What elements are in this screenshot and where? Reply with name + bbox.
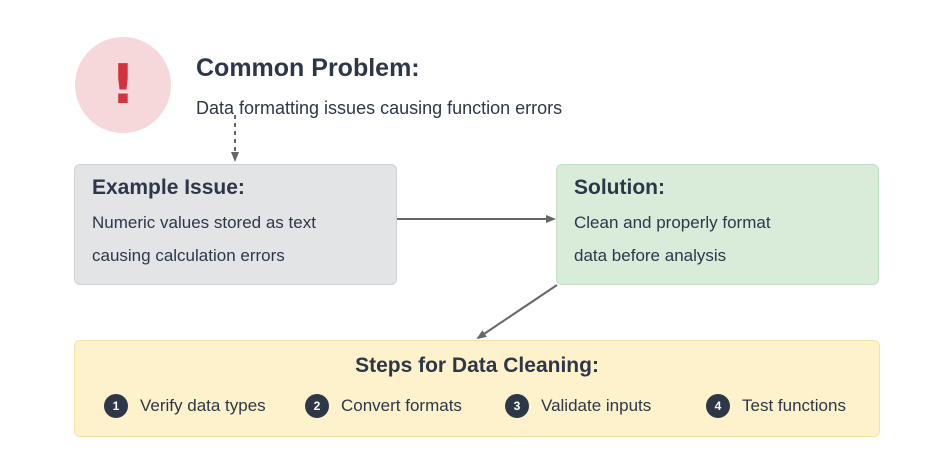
step-number-badge: 2 xyxy=(305,394,329,418)
alert-badge: ! xyxy=(75,37,171,133)
step-label: Verify data types xyxy=(140,396,266,415)
example-issue-title: Example Issue: xyxy=(92,176,245,199)
step-item-3: 3 Validate inputs xyxy=(505,394,651,418)
solution-line-2: data before analysis xyxy=(574,246,727,265)
step-label: Validate inputs xyxy=(541,396,652,415)
steps-title: Steps for Data Cleaning: xyxy=(355,354,599,377)
step-number-badge: 3 xyxy=(505,394,529,418)
step-item-4: 4 Test functions xyxy=(706,394,846,418)
steps-box: Steps for Data Cleaning: 1 Verify data t… xyxy=(74,340,880,437)
step-label: Convert formats xyxy=(341,396,462,415)
example-issue-line-1: Numeric values stored as text xyxy=(92,213,316,232)
exclamation-icon: ! xyxy=(110,53,136,116)
problem-title: Common Problem: xyxy=(196,54,420,82)
solution-line-1: Clean and properly format xyxy=(574,213,771,232)
step-item-1: 1 Verify data types xyxy=(104,394,266,418)
step-number-badge: 4 xyxy=(706,394,730,418)
solution-title: Solution: xyxy=(574,176,665,199)
problem-description: Data formatting issues causing function … xyxy=(196,98,563,118)
example-issue-line-2: causing calculation errors xyxy=(92,246,285,265)
solution-box: Solution: Clean and properly format data… xyxy=(556,164,879,285)
step-item-2: 2 Convert formats xyxy=(305,394,462,418)
step-number-badge: 1 xyxy=(104,394,128,418)
step-label: Test functions xyxy=(742,396,846,415)
example-issue-box: Example Issue: Numeric values stored as … xyxy=(74,164,397,285)
solution-to-steps-arrow xyxy=(476,284,558,340)
